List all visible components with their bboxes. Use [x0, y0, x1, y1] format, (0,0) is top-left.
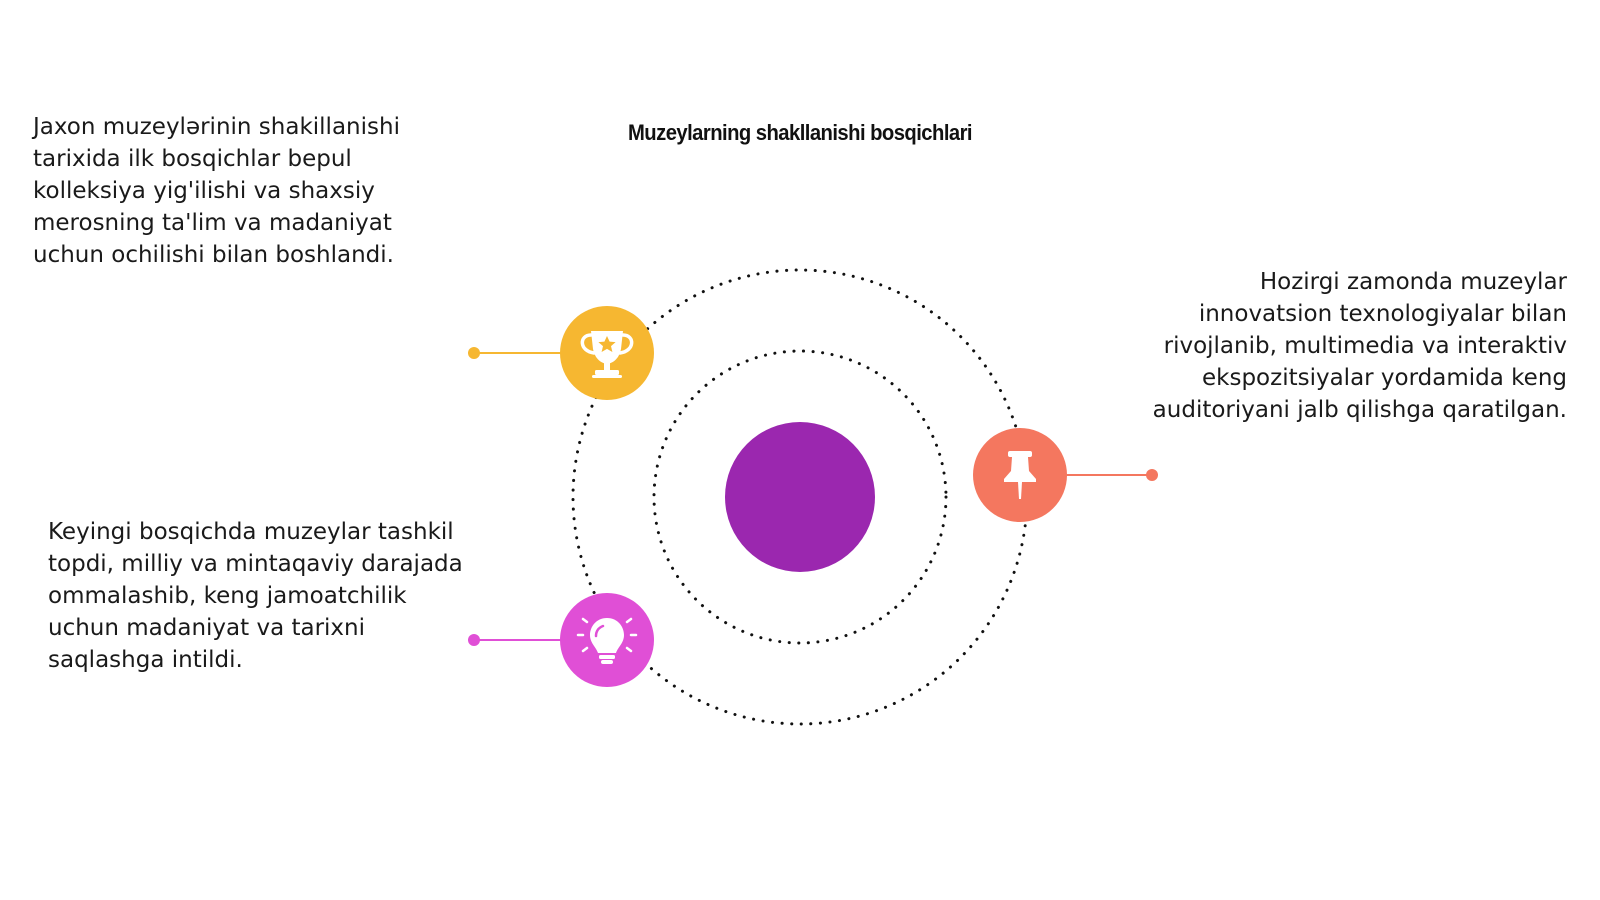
trophy-icon [580, 331, 634, 378]
stage-1-node [468, 306, 654, 400]
center-circle [725, 422, 875, 572]
stage-1-description: Jaxon muzeylərinin shakillanishi tarixid… [33, 114, 400, 268]
stage-3-node [973, 428, 1158, 522]
pushpin-icon [1004, 451, 1036, 499]
stage-3-description: Hozirgi zamonda muzeylar innovatsion tex… [1152, 269, 1567, 423]
lightbulb-icon [576, 617, 638, 664]
stage-2-description: Keyingi bosqichda muzeylar tashkil topdi… [48, 519, 463, 673]
stage-1-connector-dot [468, 347, 480, 359]
stage-2-node [468, 593, 654, 687]
inner-orbit [652, 349, 948, 645]
stage-2-connector-dot [468, 634, 480, 646]
stage-3-connector-dot [1146, 469, 1158, 481]
diagram-title: Muzeylarning shakllanishi bosqichlari [628, 120, 973, 145]
